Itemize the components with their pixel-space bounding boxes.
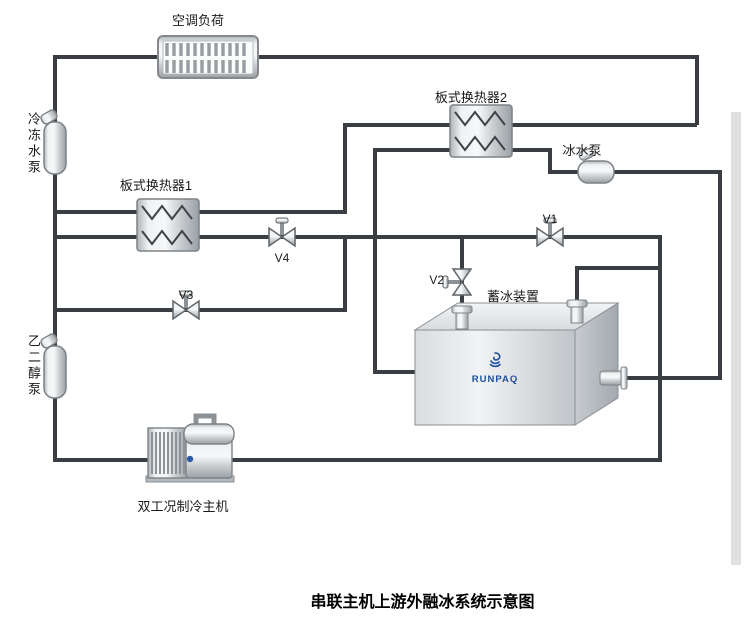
valve-body	[268, 226, 296, 248]
tank-port-right-flange	[620, 366, 628, 390]
pump-head	[578, 148, 594, 161]
phe1-label: 板式换热器1	[119, 178, 193, 193]
chiller-indicator-dot	[186, 455, 194, 463]
glycol-pump-label: 乙二醇泵	[26, 334, 41, 398]
valve-handle	[442, 275, 449, 289]
valve-v4-label: V4	[274, 251, 290, 265]
pipe-ice-water-supply	[512, 148, 722, 380]
valve-stem	[548, 221, 552, 235]
ac-load-label: 空调负荷	[171, 13, 224, 28]
chiller-cylinder	[183, 423, 235, 445]
ac-load-radiator	[157, 35, 259, 79]
valve-body	[172, 299, 200, 321]
glycol-pump	[40, 333, 67, 399]
dual-mode-chiller	[145, 413, 235, 483]
pump-head	[40, 109, 58, 125]
valve-handle	[543, 217, 557, 224]
chilled-water-pump	[40, 109, 67, 175]
phe2-label: 板式换热器2	[434, 90, 508, 105]
tank-port-top-right	[570, 304, 584, 324]
chilled-water-pump-label: 冷冻水泵	[26, 112, 41, 176]
phe1-zigzag-top	[141, 204, 193, 221]
pipe-phe1-to-phe2	[55, 123, 697, 214]
runpaq-logo: RUNPAQ	[455, 352, 535, 385]
runpaq-logo-text: RUNPAQ	[471, 374, 519, 385]
valve-stem	[280, 221, 284, 235]
valve-v1	[536, 217, 564, 248]
ice-pump-label: 冰水泵	[562, 143, 602, 158]
ice-storage-tank	[413, 299, 628, 426]
valve-v4	[268, 217, 296, 248]
valve-handle	[179, 290, 193, 297]
tank-front-face	[414, 329, 576, 426]
valve-body	[536, 226, 564, 248]
page-edge-strip	[731, 112, 741, 565]
pipe-v3-branch	[55, 237, 347, 312]
valve-v1-label: V1	[542, 212, 558, 226]
pump-body	[43, 345, 67, 399]
valve-v2	[442, 268, 473, 296]
tank-label: 蓄冰装置	[486, 289, 539, 304]
pump-body	[43, 121, 67, 175]
ice-water-pump	[577, 148, 615, 184]
valve-handle	[275, 217, 289, 224]
valve-v3	[172, 290, 200, 321]
pump-head	[40, 333, 58, 349]
phe1-zigzag-bottom	[141, 229, 193, 246]
plate-heat-exchanger-1	[136, 198, 200, 252]
chiller-fins	[151, 432, 185, 474]
pipe-ice-water-return	[373, 148, 450, 374]
valve-stem	[446, 280, 460, 284]
diagram-title: 串联主机上游外融冰系统示意图	[310, 594, 535, 611]
valve-body	[451, 268, 473, 296]
pipe-main-glycol-line	[55, 235, 662, 462]
plate-heat-exchanger-2	[449, 104, 513, 158]
runpaq-logo-icon	[489, 352, 501, 368]
phe2-zigzag-top	[454, 110, 506, 127]
pipe-network	[53, 55, 722, 462]
tank-port-top-left-flange	[451, 305, 473, 314]
valve-v2-label: V2	[429, 273, 444, 287]
pipe-chilled-water-outer-loop	[53, 55, 699, 462]
valve-v3-label: V3	[178, 288, 194, 302]
chiller-label: 双工况制冷主机	[137, 499, 229, 514]
radiator-slats	[165, 43, 246, 73]
pump-body	[577, 160, 615, 184]
chiller-top-pipe	[193, 413, 217, 430]
tank-port-top-right-flange	[566, 299, 588, 308]
phe2-zigzag-bottom	[454, 135, 506, 152]
tank-port-right	[599, 370, 625, 386]
valve-stem	[184, 294, 188, 308]
